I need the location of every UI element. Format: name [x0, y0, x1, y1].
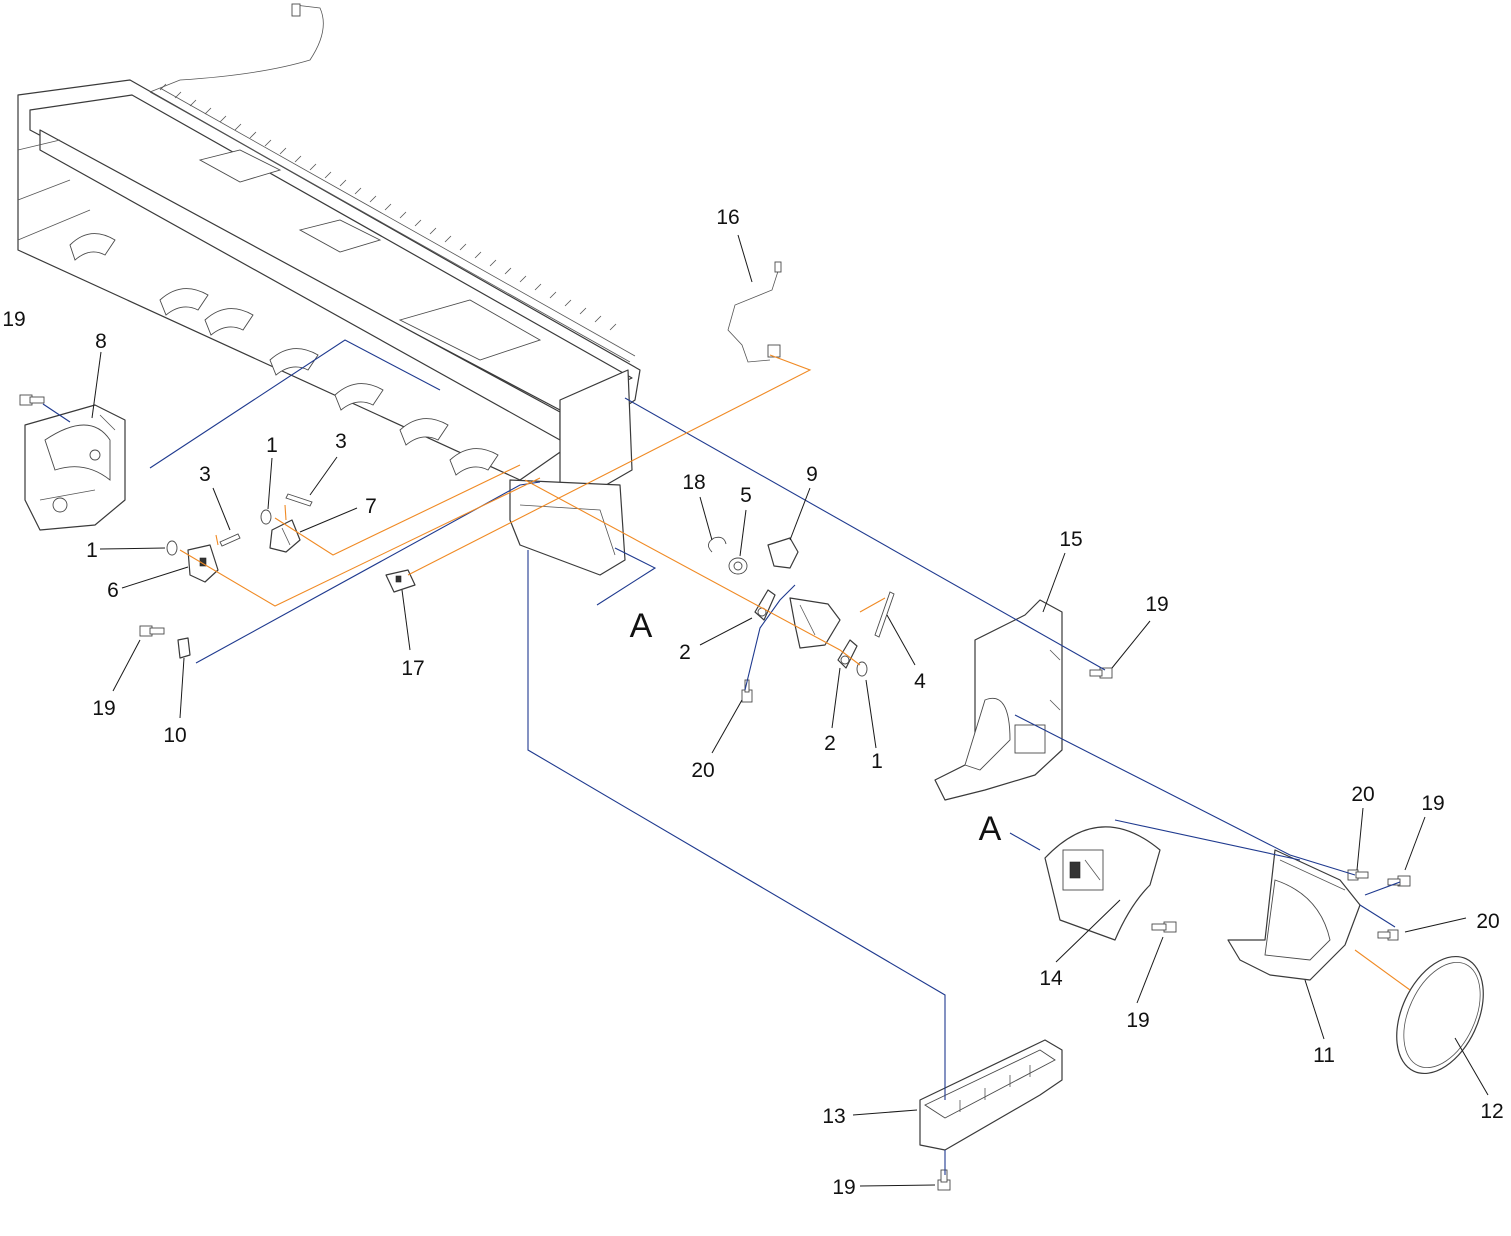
pin-3-b — [219, 533, 241, 547]
part-10-clip — [177, 637, 191, 659]
callout-11: 11 — [1313, 1044, 1335, 1067]
callout-6: 6 — [107, 579, 119, 602]
callout-10: 10 — [163, 724, 186, 747]
screw-20-upper-right — [1347, 869, 1369, 881]
main-frame-assembly — [17, 3, 641, 576]
callout-3-left: 3 — [199, 463, 211, 486]
washer-1-a — [260, 509, 272, 525]
callout-12: 12 — [1480, 1100, 1503, 1123]
callout-19-left: 19 — [92, 697, 115, 720]
reference-labels: A A — [630, 607, 1002, 848]
washer-1-c — [856, 661, 868, 677]
callout-18: 18 — [682, 471, 705, 494]
screw-19-upper-left — [19, 394, 45, 406]
callout-15: 15 — [1059, 528, 1082, 551]
callout-1-left: 1 — [86, 539, 98, 562]
screw-19-bottom — [937, 1169, 951, 1191]
callout-2-left: 2 — [679, 641, 691, 664]
screw-20-middle — [741, 679, 753, 703]
callout-17: 17 — [401, 657, 424, 680]
reference-a-middle: A — [630, 607, 653, 645]
pin-3-a — [285, 493, 313, 507]
assembly-lines-orange — [179, 354, 1411, 991]
callout-19-right: 19 — [1421, 792, 1444, 815]
callout-14: 14 — [1039, 967, 1063, 990]
bushing-5 — [728, 557, 748, 575]
callout-9: 9 — [806, 463, 818, 486]
part-13-base-rail — [919, 1039, 1063, 1151]
callout-19-upper-left: 19 — [2, 308, 25, 331]
clip-18 — [708, 536, 727, 553]
callout-labels: 16 19 8 1 3 3 7 1 6 19 10 17 18 5 9 2 4 … — [2, 206, 1503, 1199]
assembly-lines-blue — [42, 339, 1401, 1175]
screw-19-lower-mid — [1151, 921, 1177, 933]
harness-16 — [727, 261, 782, 363]
callout-2-right: 2 — [824, 732, 836, 755]
reference-a-right: A — [979, 810, 1002, 848]
part-14-cover — [1044, 826, 1161, 941]
part-11-housing — [1227, 849, 1361, 981]
spring-4 — [874, 591, 895, 638]
callout-7: 7 — [365, 495, 377, 518]
part-8-side-bracket — [24, 404, 126, 531]
part-7-arm — [269, 519, 301, 553]
screw-19-right — [1387, 875, 1411, 887]
part-15-side-plate — [934, 599, 1063, 801]
callout-8: 8 — [95, 330, 107, 353]
callout-20-middle: 20 — [691, 759, 714, 782]
callout-1-upper: 1 — [266, 434, 278, 457]
part-12-disc — [1396, 955, 1484, 1075]
callout-3-upper: 3 — [335, 430, 347, 453]
callout-1-right: 1 — [871, 750, 883, 773]
callout-5: 5 — [740, 484, 752, 507]
leader-lines — [91, 234, 1489, 1187]
arm-2-b — [837, 639, 858, 669]
part-17-sensor — [385, 569, 416, 593]
screw-19-mid-right — [1089, 667, 1113, 679]
lever-assembly — [789, 597, 841, 649]
callout-20-upper-right: 20 — [1351, 783, 1374, 806]
callout-13: 13 — [822, 1105, 845, 1128]
screw-20-lower-right — [1377, 929, 1399, 941]
callout-19-mid-right: 19 — [1145, 593, 1168, 616]
callout-19-bottom: 19 — [832, 1176, 855, 1199]
screw-19-left — [139, 625, 165, 637]
washer-1-b — [166, 540, 178, 556]
callout-19-lower-mid: 19 — [1126, 1009, 1149, 1032]
cover-9 — [767, 537, 799, 569]
arm-2-a — [754, 589, 776, 621]
callout-16: 16 — [716, 206, 739, 229]
callout-20-lower-right: 20 — [1476, 910, 1499, 933]
callout-4: 4 — [914, 670, 926, 693]
